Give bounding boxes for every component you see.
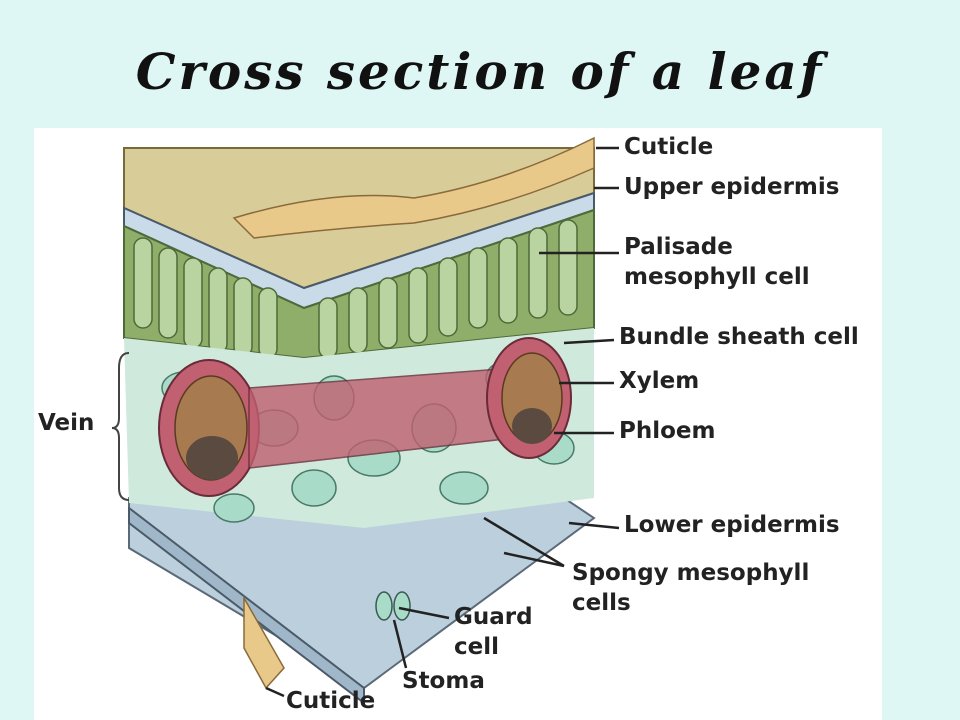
leaf-illustration — [111, 136, 620, 706]
palisade-cells — [133, 219, 578, 359]
leaf-diagram: Cuticle Upper epidermis Palisade mesophy… — [34, 128, 882, 720]
label-spongy-line2: cells — [572, 590, 631, 616]
label-stoma: Stoma — [402, 668, 485, 694]
label-vein: Vein — [38, 410, 95, 436]
label-cuticle-bottom: Cuticle — [286, 688, 376, 714]
vein-left — [158, 359, 260, 497]
label-bundle-sheath: Bundle sheath cell — [619, 324, 859, 350]
vein-right — [486, 337, 572, 459]
label-upper-epidermis: Upper epidermis — [624, 174, 840, 200]
vein-bracket — [111, 352, 130, 501]
stoma — [375, 591, 411, 621]
leader-lines — [265, 146, 620, 698]
label-palisade-line1: Palisade — [624, 234, 733, 260]
top-cuticle — [232, 136, 595, 239]
label-cuticle-top: Cuticle — [624, 134, 714, 160]
label-palisade-line2: mesophyll cell — [624, 264, 810, 290]
label-phloem: Phloem — [619, 418, 716, 444]
label-guard-line2: cell — [454, 634, 500, 660]
label-spongy-line1: Spongy mesophyll — [572, 560, 810, 586]
label-lower-epidermis: Lower epidermis — [624, 512, 840, 538]
label-xylem: Xylem — [619, 368, 700, 394]
slide-title: Cross section of a leaf — [135, 42, 825, 101]
label-guard-line1: Guard — [454, 604, 533, 630]
